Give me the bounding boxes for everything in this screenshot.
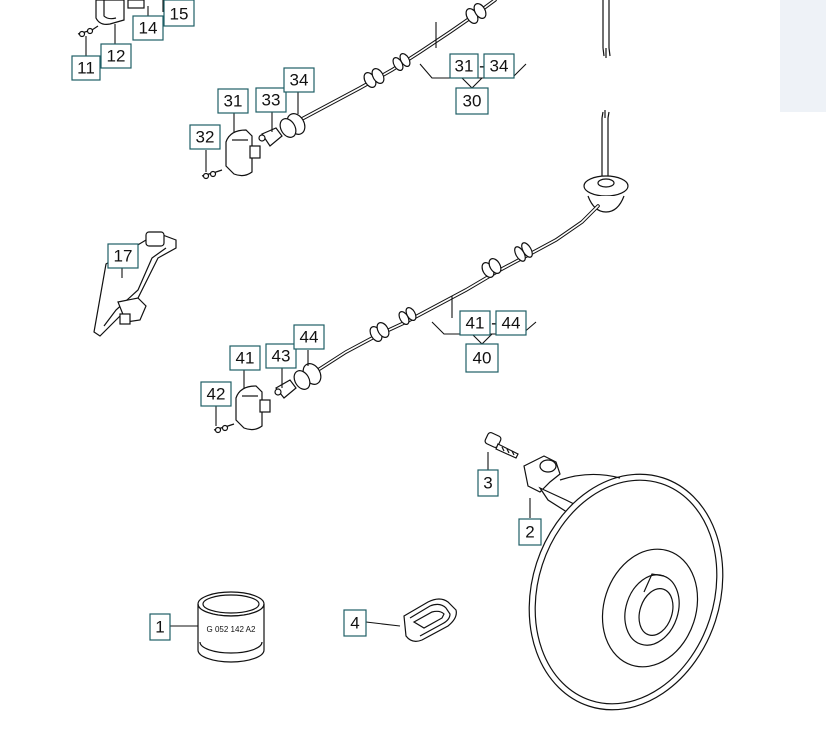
sensor-cable-lower <box>213 110 629 434</box>
callout-12[interactable]: 12 <box>100 43 132 69</box>
svg-text:44: 44 <box>300 328 319 347</box>
svg-text:3: 3 <box>483 474 492 493</box>
callout-30[interactable]: 30 <box>455 87 489 115</box>
svg-text:34: 34 <box>290 71 309 90</box>
svg-text:41: 41 <box>236 349 255 368</box>
callout-32[interactable]: 32 <box>189 124 221 150</box>
callout-43[interactable]: 43 <box>265 343 297 369</box>
callout-11[interactable]: 11 <box>71 55 101 81</box>
svg-text:40: 40 <box>473 349 492 368</box>
callout-33[interactable]: 33 <box>255 87 287 113</box>
svg-text:43: 43 <box>272 347 291 366</box>
top-left-clip-assembly <box>77 0 164 56</box>
callout-31-range-start[interactable]: 31 <box>449 53 479 79</box>
range-separator-lower: - <box>491 314 497 333</box>
callout-42[interactable]: 42 <box>200 381 232 407</box>
sleeve-ring: G 052 142 A2 <box>168 591 265 663</box>
svg-text:30: 30 <box>463 92 482 111</box>
callout-1[interactable]: 1 <box>149 613 171 641</box>
svg-text:2: 2 <box>525 523 534 542</box>
svg-text:14: 14 <box>139 19 158 38</box>
callout-17[interactable]: 17 <box>107 243 139 269</box>
svg-text:11: 11 <box>77 59 95 78</box>
sensor-bolt-and-sensor <box>484 431 575 518</box>
callout-2[interactable]: 2 <box>518 518 542 546</box>
svg-text:17: 17 <box>114 247 133 266</box>
callout-40[interactable]: 40 <box>465 343 499 373</box>
callout-34[interactable]: 34 <box>283 67 315 93</box>
callout-34-range-end[interactable]: 34 <box>483 53 515 79</box>
range-separator-upper: - <box>479 57 485 76</box>
callout-3[interactable]: 3 <box>477 469 499 497</box>
svg-text:32: 32 <box>196 128 215 147</box>
brake-disc <box>528 473 724 711</box>
upper-wire-end <box>602 0 611 58</box>
callout-41[interactable]: 41 <box>229 345 261 371</box>
side-panel <box>780 0 826 112</box>
svg-text:33: 33 <box>262 91 281 110</box>
svg-text:34: 34 <box>490 57 509 76</box>
callout-14[interactable]: 14 <box>132 15 164 41</box>
svg-text:41: 41 <box>466 314 485 333</box>
callout-15[interactable]: 15 <box>163 0 195 27</box>
grommet-cap <box>365 598 457 642</box>
svg-text:4: 4 <box>350 614 359 633</box>
callout-4[interactable]: 4 <box>343 609 367 637</box>
callout-44[interactable]: 44 <box>293 324 325 350</box>
callout-31[interactable]: 31 <box>217 88 249 114</box>
callout-44-range-end[interactable]: 44 <box>495 310 527 336</box>
svg-text:12: 12 <box>107 47 126 66</box>
svg-text:1: 1 <box>155 618 164 637</box>
svg-text:31: 31 <box>455 57 474 76</box>
svg-text:44: 44 <box>502 314 521 333</box>
callout-41-range-start[interactable]: 41 <box>459 310 491 336</box>
svg-text:31: 31 <box>224 92 243 111</box>
svg-text:42: 42 <box>207 385 226 404</box>
svg-text:15: 15 <box>170 5 189 24</box>
part-marking: G 052 142 A2 <box>207 625 256 634</box>
